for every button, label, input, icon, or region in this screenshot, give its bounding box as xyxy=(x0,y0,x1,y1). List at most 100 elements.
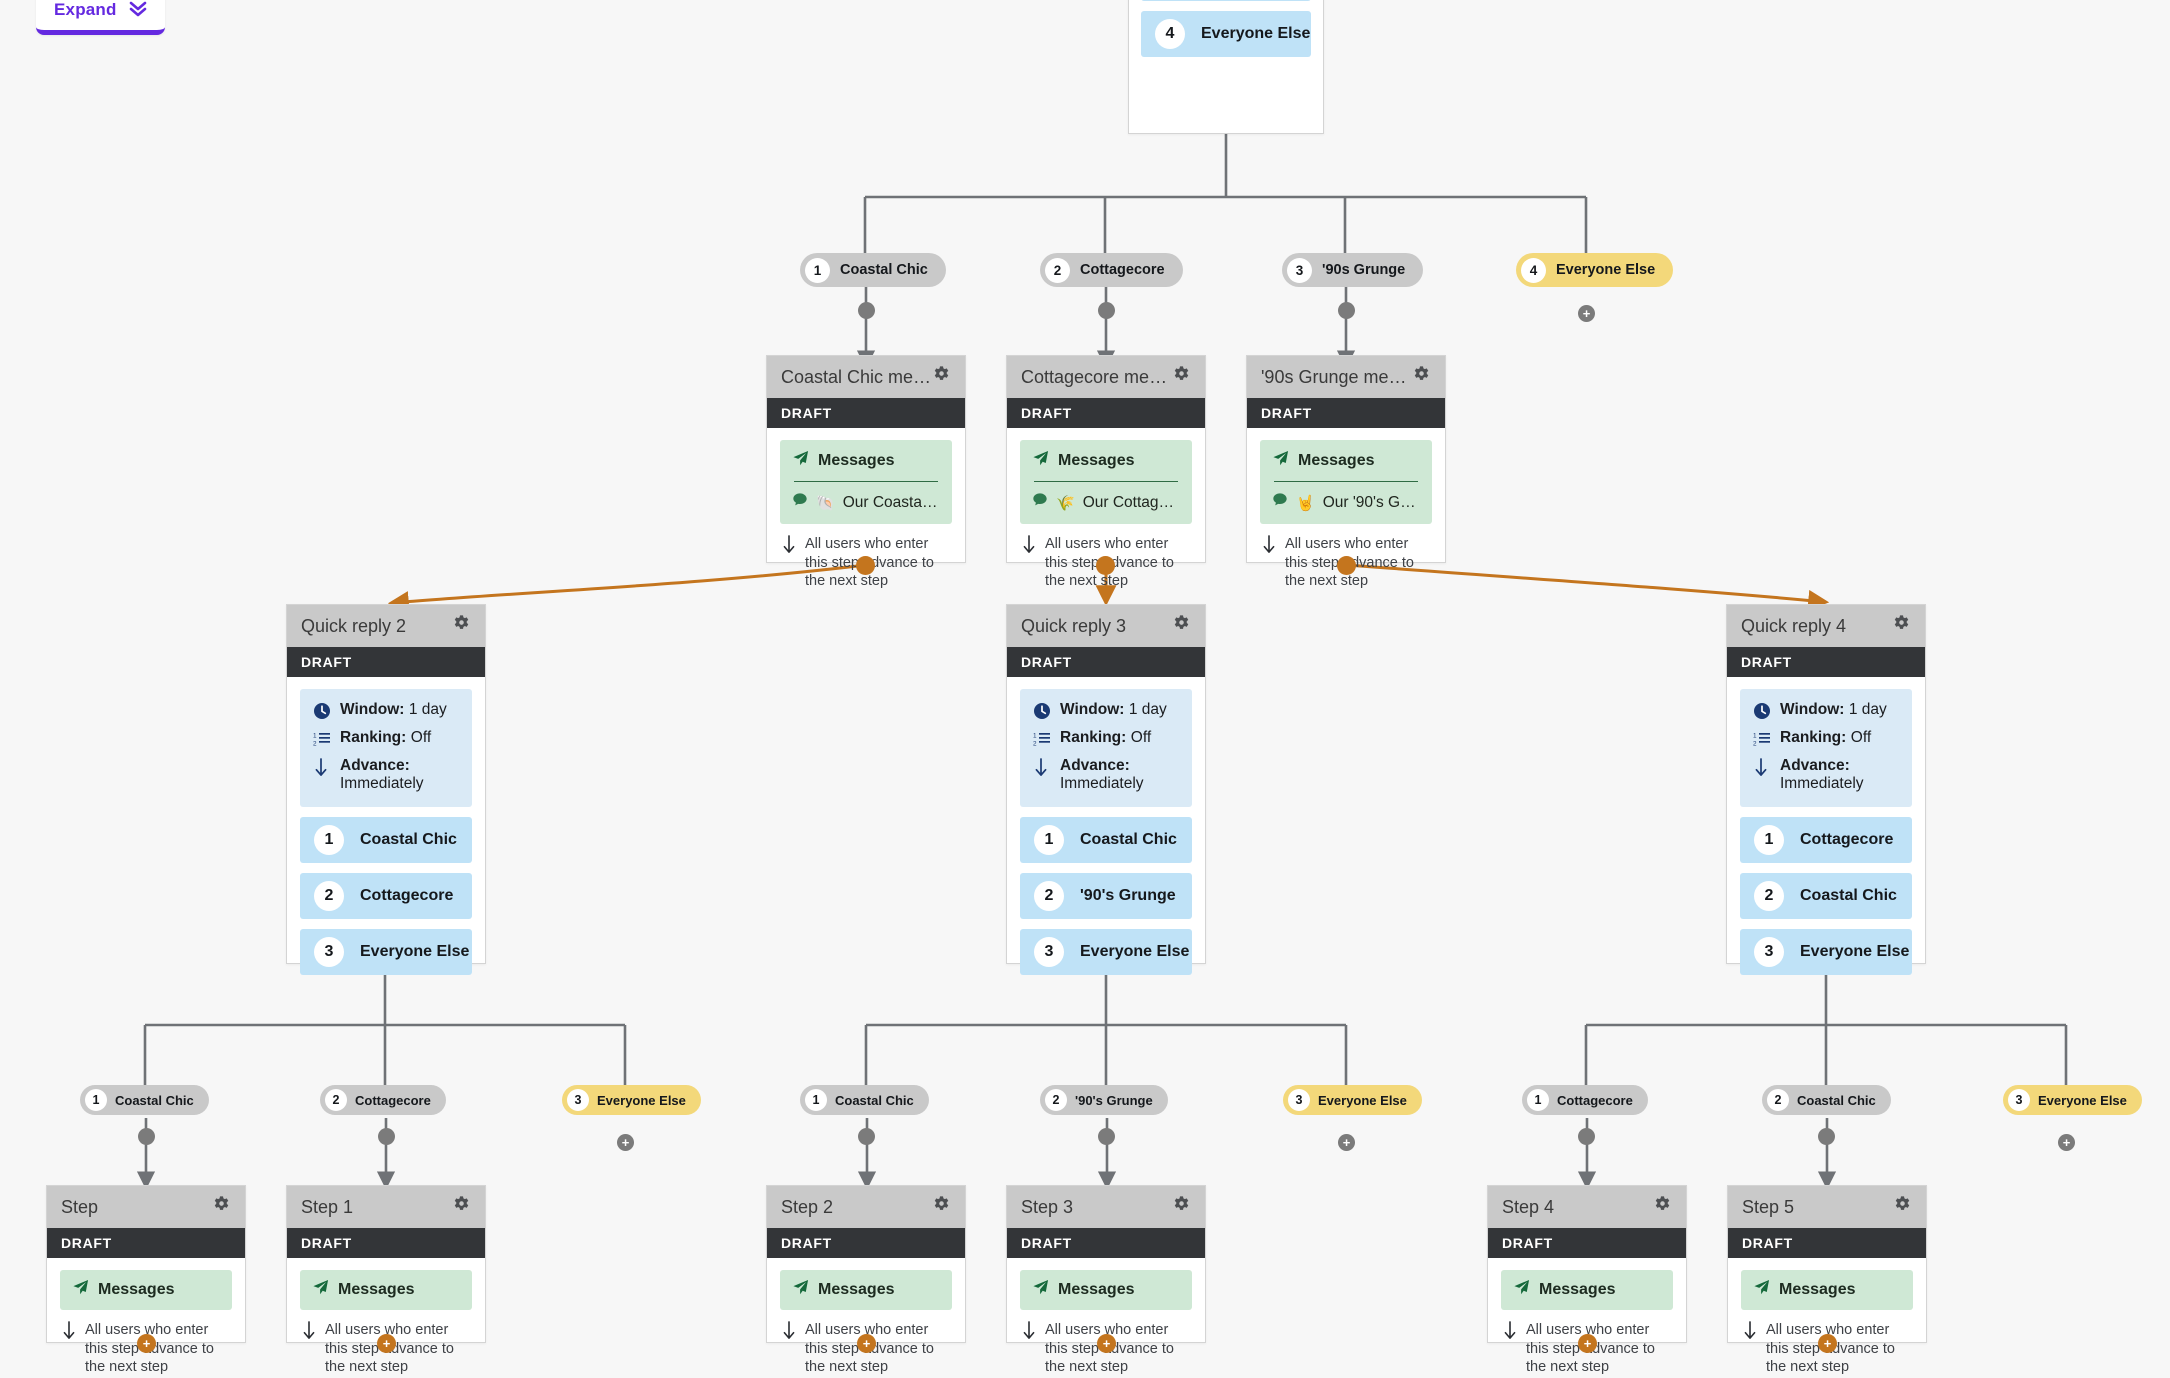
gear-icon[interactable] xyxy=(1172,614,1191,638)
messages-block[interactable]: Messages xyxy=(1741,1270,1913,1310)
add-step-button[interactable]: + xyxy=(617,1134,634,1151)
branch-connector-dot[interactable] xyxy=(858,1128,875,1145)
step-card-1[interactable]: Step 1 DRAFT Messages All users who ente… xyxy=(286,1185,486,1375)
branch-pill-everyone-else-qr2[interactable]: 3 Everyone Else xyxy=(562,1085,701,1115)
add-step-button[interactable]: + xyxy=(1578,305,1595,322)
card-header[interactable]: Step 5 xyxy=(1728,1186,1926,1228)
branch-pill-everyone-else-top[interactable]: 4 Everyone Else xyxy=(1516,253,1674,287)
card-header[interactable]: Step 3 xyxy=(1007,1186,1205,1228)
card-header[interactable]: Step xyxy=(47,1186,245,1228)
quick-reply-option[interactable]: 2 Cottagecore xyxy=(300,873,472,919)
step-card-5[interactable]: Step 5 DRAFT Messages All users who ente… xyxy=(1727,1185,1927,1375)
add-step-button[interactable]: + xyxy=(1818,1334,1837,1353)
card-header[interactable]: Step 4 xyxy=(1488,1186,1686,1228)
gear-icon[interactable] xyxy=(1893,1195,1912,1219)
root-quick-reply-card[interactable]: 3 '90s Grunge 4 Everyone Else xyxy=(1128,0,1324,134)
step-card-4[interactable]: Step 4 DRAFT Messages All users who ente… xyxy=(1487,1185,1687,1375)
message-list-item[interactable]: 🌾 Our Cottagecore ... xyxy=(1032,492,1180,513)
gear-icon[interactable] xyxy=(1653,1195,1672,1219)
quick-reply-option[interactable]: 2 Coastal Chic xyxy=(1740,873,1912,919)
gear-icon[interactable] xyxy=(1892,614,1911,638)
branch-connector-dot[interactable] xyxy=(1098,1128,1115,1145)
branch-pill-cottagecore-qr4[interactable]: 1 Cottagecore xyxy=(1522,1085,1648,1115)
gear-icon[interactable] xyxy=(1172,1195,1191,1219)
card-title: Quick reply 4 xyxy=(1741,615,1847,636)
gear-icon[interactable] xyxy=(932,1195,951,1219)
messages-block[interactable]: Messages xyxy=(1501,1270,1673,1310)
card-header[interactable]: Quick reply 2 xyxy=(287,605,485,647)
root-option-1[interactable]: 3 '90s Grunge xyxy=(1141,0,1311,1)
quick-reply-option[interactable]: 1 Cottagecore xyxy=(1740,817,1912,863)
branch-pill-coastal-chic-qr3[interactable]: 1 Coastal Chic xyxy=(800,1085,929,1115)
branch-connector-dot[interactable] xyxy=(1098,302,1115,319)
add-step-button[interactable]: + xyxy=(857,1334,876,1353)
quick-reply-option[interactable]: 1 Coastal Chic xyxy=(1020,817,1192,863)
branch-connector-dot[interactable] xyxy=(378,1128,395,1145)
card-header[interactable]: Step 2 xyxy=(767,1186,965,1228)
gear-icon[interactable] xyxy=(1412,365,1431,389)
branch-connector-dot[interactable] xyxy=(1338,302,1355,319)
branch-pill-label: Coastal Chic xyxy=(835,1092,914,1108)
quick-reply-option[interactable]: 3 Everyone Else xyxy=(1740,929,1912,975)
gear-icon[interactable] xyxy=(452,614,471,638)
branch-pill-90s-grunge-top[interactable]: 3 '90s Grunge xyxy=(1282,253,1424,287)
gear-icon[interactable] xyxy=(932,365,951,389)
messages-block[interactable]: Messages 🤘 Our '90's Grunge ... xyxy=(1260,440,1432,524)
card-header[interactable]: Quick reply 3 xyxy=(1007,605,1205,647)
step-card-2[interactable]: Step 2 DRAFT Messages All users who ente… xyxy=(766,1185,966,1375)
branch-connector-dot[interactable] xyxy=(1578,1128,1595,1145)
messages-block[interactable]: Messages 🌾 Our Cottagecore ... xyxy=(1020,440,1192,524)
gear-icon[interactable] xyxy=(1172,365,1191,389)
add-step-button[interactable]: + xyxy=(377,1334,396,1353)
root-option-2[interactable]: 4 Everyone Else xyxy=(1141,11,1311,57)
card-header[interactable]: Step 1 xyxy=(287,1186,485,1228)
expand-button[interactable]: Expand xyxy=(36,0,165,35)
branch-connector-dot[interactable] xyxy=(1818,1128,1835,1145)
messages-block[interactable]: Messages xyxy=(300,1270,472,1310)
branch-pill-cottagecore-top[interactable]: 2 Cottagecore xyxy=(1040,253,1183,287)
message-card-cottagecore[interactable]: Cottagecore mess... DRAFT Messages xyxy=(1006,355,1206,589)
message-list-item[interactable]: 🤘 Our '90's Grunge ... xyxy=(1272,492,1420,513)
branch-connector-dot[interactable] xyxy=(858,302,875,319)
step-card-0[interactable]: Step DRAFT Messages All users who enter … xyxy=(46,1185,246,1375)
message-list-item[interactable]: 🐚 Our Coastal Chic... xyxy=(792,492,940,513)
add-step-button[interactable]: + xyxy=(137,1334,156,1353)
add-step-button[interactable]: + xyxy=(1097,1334,1116,1353)
quick-reply-option[interactable]: 1 Coastal Chic xyxy=(300,817,472,863)
add-step-button[interactable]: + xyxy=(2058,1134,2075,1151)
step-card-3[interactable]: Step 3 DRAFT Messages All users who ente… xyxy=(1006,1185,1206,1375)
branch-connector-dot[interactable] xyxy=(138,1128,155,1145)
add-step-button[interactable]: + xyxy=(1338,1134,1355,1151)
branch-pill-everyone-else-qr4[interactable]: 3 Everyone Else xyxy=(2003,1085,2142,1115)
messages-block[interactable]: Messages xyxy=(1020,1270,1192,1310)
message-card-output-dot[interactable] xyxy=(1337,556,1356,575)
card-header[interactable]: '90s Grunge mess... xyxy=(1247,356,1445,398)
messages-block[interactable]: Messages 🐚 Our Coastal Chic... xyxy=(780,440,952,524)
add-step-button[interactable]: + xyxy=(1578,1334,1597,1353)
gear-icon[interactable] xyxy=(212,1195,231,1219)
plus-icon: + xyxy=(1342,1135,1351,1150)
messages-block[interactable]: Messages xyxy=(780,1270,952,1310)
quick-reply-option[interactable]: 3 Everyone Else xyxy=(300,929,472,975)
branch-pill-everyone-else-qr3[interactable]: 3 Everyone Else xyxy=(1283,1085,1422,1115)
card-header[interactable]: Cottagecore mess... xyxy=(1007,356,1205,398)
message-card-output-dot[interactable] xyxy=(856,556,875,575)
branch-pill-coastal-chic-qr4[interactable]: 2 Coastal Chic xyxy=(1762,1085,1891,1115)
messages-block[interactable]: Messages xyxy=(60,1270,232,1310)
branch-pill-90s-grunge-qr3[interactable]: 2 '90's Grunge xyxy=(1040,1085,1168,1115)
branch-pill-label: Coastal Chic xyxy=(840,262,928,278)
message-card-coastal-chic[interactable]: Coastal Chic mes... DRAFT Messages xyxy=(766,355,966,589)
branch-pill-coastal-chic-top[interactable]: 1 Coastal Chic xyxy=(800,253,946,287)
branch-pill-cottagecore-qr2[interactable]: 2 Cottagecore xyxy=(320,1085,446,1115)
message-card-90s-grunge[interactable]: '90s Grunge mess... DRAFT Messages xyxy=(1246,355,1446,589)
message-card-output-dot[interactable] xyxy=(1096,556,1115,575)
branch-pill-coastal-chic-qr2[interactable]: 1 Coastal Chic xyxy=(80,1085,209,1115)
quick-reply-option[interactable]: 3 Everyone Else xyxy=(1020,929,1192,975)
gear-icon[interactable] xyxy=(452,1195,471,1219)
card-header[interactable]: Quick reply 4 xyxy=(1727,605,1925,647)
card-header[interactable]: Coastal Chic mes... xyxy=(767,356,965,398)
quick-reply-option[interactable]: 2 '90's Grunge xyxy=(1020,873,1192,919)
